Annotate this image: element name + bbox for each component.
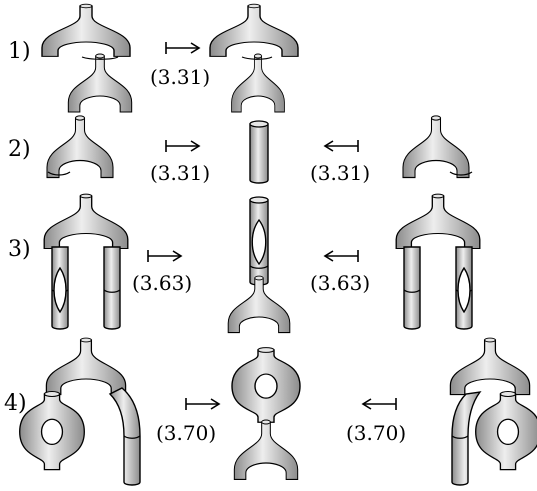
row-4-source-surface	[20, 338, 140, 485]
row-2-arrow-right: (3.31)	[150, 140, 210, 185]
row-2-label: 2)	[8, 137, 31, 162]
row-2-source-surface	[47, 116, 113, 178]
row-2-center-cylinder	[250, 121, 268, 183]
row-3-arrow-right-reference: (3.63)	[132, 271, 192, 295]
row-4-center-surface	[232, 348, 300, 480]
row-4-arrow-right-reference: (3.70)	[156, 421, 216, 445]
row-4-arrow-left-reference: (3.70)	[346, 421, 406, 445]
row-1-source-surface	[42, 4, 132, 112]
row-3-center-surface	[228, 197, 290, 333]
row-3-arrow-left-reference: (3.63)	[310, 271, 370, 295]
row-4-arrow-left: (3.70)	[346, 398, 406, 445]
row-4-target-surface	[450, 338, 537, 485]
row-4-arrow-right: (3.70)	[156, 398, 219, 445]
row-2-arrow-left-reference: (3.31)	[310, 161, 370, 185]
row-1-target-surface	[210, 4, 298, 112]
row-2-arrow-right-reference: (3.31)	[150, 161, 210, 185]
row-2-arrow-left: (3.31)	[310, 140, 370, 185]
row-1-arrow-right-reference: (3.31)	[150, 65, 210, 89]
row-3-label: 3)	[8, 237, 31, 262]
row-3-arrow-right: (3.63)	[132, 250, 192, 295]
row-3-source-surface	[44, 194, 128, 329]
row-1-label: 1)	[8, 39, 31, 64]
row-2-target-surface	[403, 116, 472, 178]
row-3-arrow-left: (3.63)	[310, 250, 370, 295]
row-1-arrow-right: (3.31)	[150, 42, 210, 89]
row-4-label: 4)	[4, 391, 27, 416]
row-3-target-surface	[396, 194, 480, 329]
